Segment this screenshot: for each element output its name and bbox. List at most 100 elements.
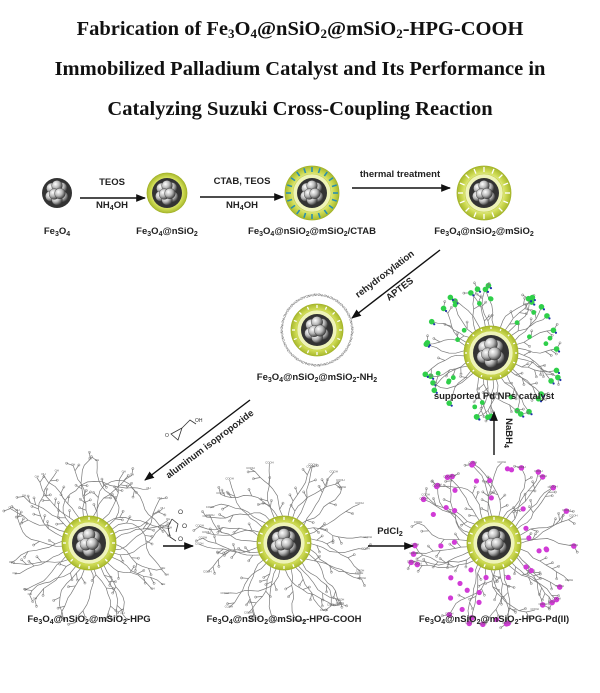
branch-chain: [476, 376, 489, 418]
branch-chain: [308, 553, 341, 605]
mesopore-channel: [469, 551, 473, 554]
oxygen-node: [555, 352, 558, 356]
oxygen-node: [431, 565, 435, 569]
oxygen-node: [152, 581, 156, 585]
oxygen-node: [76, 578, 79, 582]
nitrogen-dot: [478, 418, 481, 421]
branch-chain: [516, 487, 554, 530]
oxygen-node: [554, 490, 557, 494]
branch-chain: [305, 558, 362, 580]
particle-fe3o4-nsio2-msio2-nh2: [290, 303, 344, 357]
pd-nanoparticle-dot: [482, 286, 489, 293]
oxygen-node: [529, 582, 533, 585]
oxygen-node: [416, 569, 420, 573]
oxygen-node: [243, 546, 247, 549]
cooh-group: COOH: [538, 474, 546, 478]
nh2-group: NH2: [319, 362, 326, 367]
cooh-group: COOH: [552, 597, 560, 601]
pd-ion-dot: [468, 567, 474, 573]
branch-chain: [517, 554, 560, 588]
oxygen-node: [551, 561, 554, 565]
cooh-group: COOH: [330, 603, 338, 607]
branch-chain: [447, 477, 480, 521]
branch-chain: [62, 481, 149, 524]
pd-ion-dot: [508, 467, 515, 473]
oh-group: OH: [33, 596, 37, 600]
pd-ion-dot: [476, 599, 482, 605]
mesopore-channel: [459, 182, 465, 186]
oxygen-node: [47, 539, 51, 542]
particle-fe3o4-nsio2-msio2-hpg-pd: [466, 515, 522, 571]
arrow-step5: [144, 399, 251, 481]
branch-chain: [487, 462, 502, 517]
oxygen-node: [68, 509, 71, 512]
oxygen-node: [125, 618, 129, 621]
pd-nanoparticle-dot: [452, 302, 458, 308]
nh2-group: NH2: [331, 296, 339, 303]
oxygen-node: [540, 598, 544, 602]
pd-ion-dot: [526, 535, 532, 541]
nh2-group: NH2: [325, 360, 333, 366]
oxygen-node: [15, 496, 19, 499]
oxygen-node: [557, 383, 560, 386]
mesopore-channel: [499, 374, 502, 378]
oxygen-node: [538, 571, 542, 575]
oxygen-node: [334, 503, 338, 507]
mesopore-channel: [509, 558, 513, 562]
oh-group: OH: [13, 571, 17, 575]
particle-fe3o4-nsio2-msio2-hpg-cooh: [256, 515, 312, 571]
oxygen-node: [473, 281, 476, 285]
oxygen-node: [256, 503, 260, 506]
core-sphere: [281, 537, 294, 550]
pd-nanoparticle-dot: [525, 295, 532, 302]
branch-chain: [511, 315, 548, 336]
oxygen-node: [32, 512, 36, 516]
pd-ion-dot: [476, 589, 482, 596]
oxygen-node: [557, 512, 560, 515]
branch-chain: [471, 464, 492, 517]
oh-group: OH: [55, 469, 59, 473]
cooh-group: COOH: [469, 461, 477, 465]
oxygen-node: [510, 410, 513, 414]
oxygen-node: [217, 486, 221, 489]
oxygen-node: [351, 512, 354, 515]
cooh-group: COOH: [246, 466, 254, 470]
cooh-group: COOH: [206, 505, 214, 509]
pd-nanoparticle-dot: [446, 400, 452, 406]
branch-chain: [96, 460, 120, 526]
oxygen-node: [442, 498, 446, 501]
oxygen-node: [491, 397, 495, 401]
oxygen-node: [533, 489, 537, 493]
mesopore-channel: [337, 319, 341, 323]
nh2-group: NH2: [301, 294, 309, 300]
oxygen-node: [10, 505, 14, 508]
nh2-group: NH2: [287, 304, 294, 312]
mesopore-channel: [299, 524, 303, 528]
cooh-group: COOH: [538, 602, 546, 606]
branch-chain: [432, 372, 474, 389]
oxygen-node: [128, 515, 132, 519]
cooh-group: COOH: [271, 618, 279, 622]
oxygen-node: [415, 557, 419, 561]
branches-supported-pd-nps: [422, 281, 562, 423]
oxygen-node: [497, 576, 501, 579]
branch-chain: [296, 465, 313, 520]
nh2-group: NH2: [280, 332, 285, 339]
pd-ion-dot: [447, 595, 454, 601]
mesopore-channel: [324, 306, 328, 310]
oxygen-node: [528, 616, 531, 620]
pd-ion-dot: [457, 580, 463, 587]
nh2-group: NH2: [280, 327, 284, 334]
mesopore-channel: [293, 319, 297, 323]
cooh-group: COOH: [338, 485, 346, 489]
nitrogen-dot: [432, 377, 435, 380]
oh-group: OH: [157, 496, 161, 500]
oxygen-node: [454, 532, 457, 536]
branch-chain: [102, 472, 124, 520]
nitrogen-dot: [433, 323, 436, 326]
pd-ion-dot: [553, 596, 560, 603]
oxygen-node: [336, 481, 339, 484]
cooh-group: COOH: [202, 514, 210, 518]
cooh-group: COOH: [252, 617, 260, 621]
branch-chain: [501, 377, 520, 411]
